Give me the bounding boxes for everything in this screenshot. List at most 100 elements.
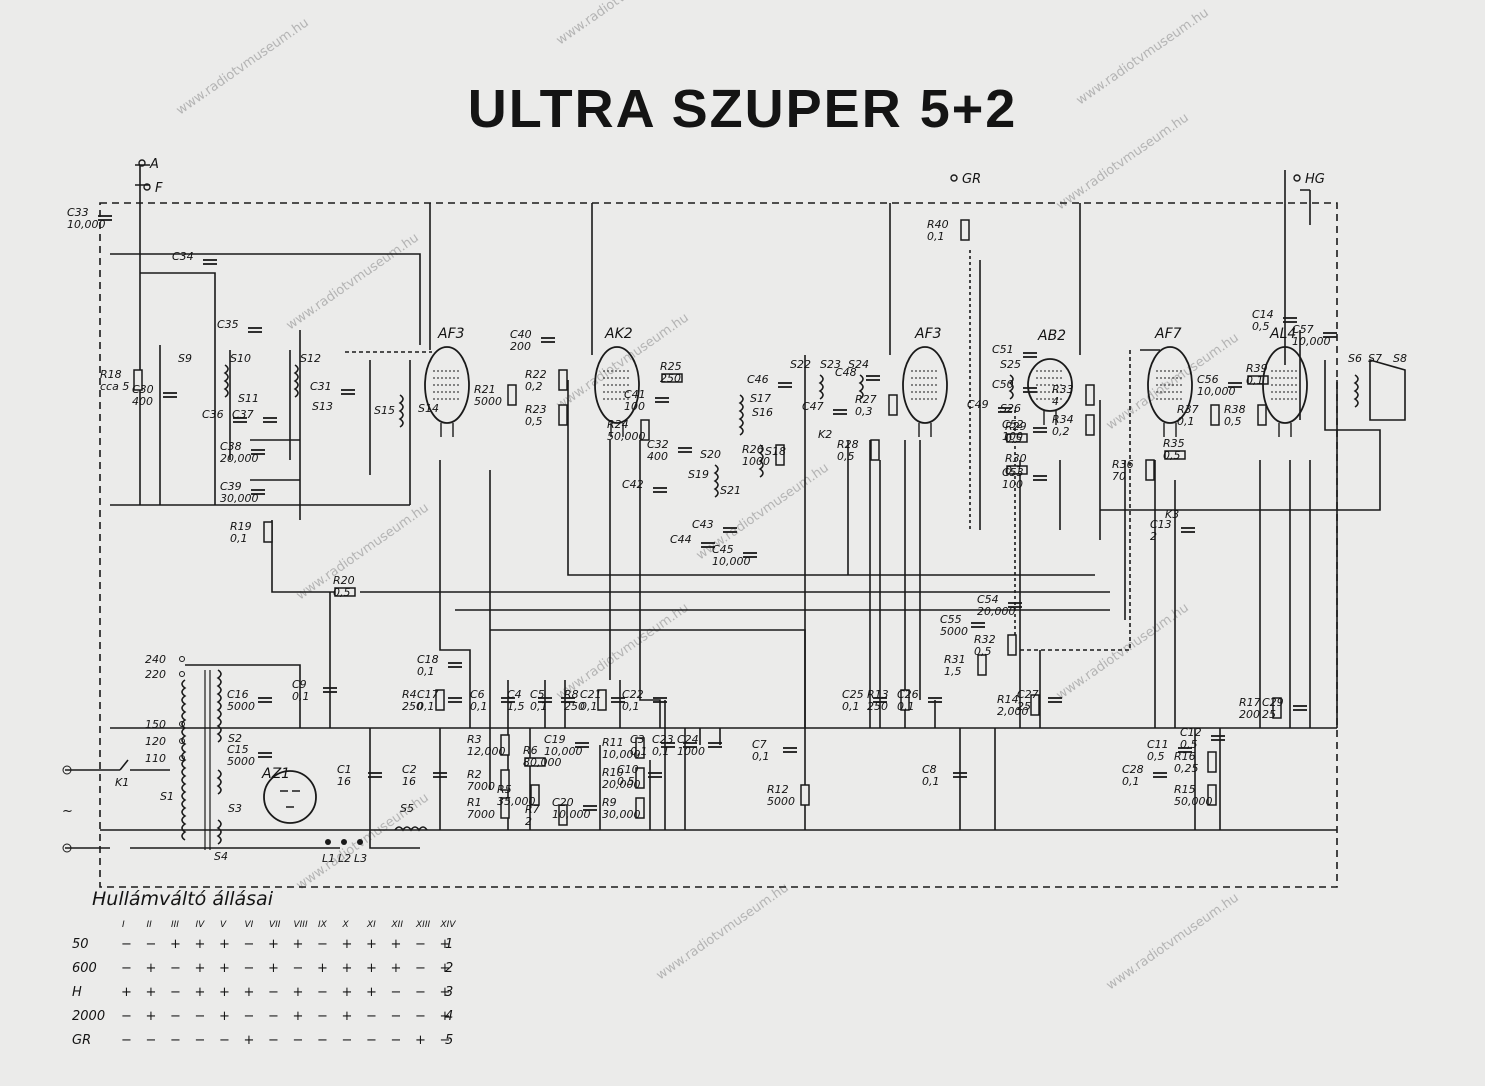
coil-s7: S7: [1368, 352, 1382, 365]
label-c4: C4: [507, 688, 522, 701]
value-c52: 100: [1002, 430, 1023, 443]
label-r26: R26: [742, 443, 764, 456]
value-c38: 20,000: [220, 452, 259, 465]
switch-k1: K1: [115, 776, 129, 789]
label-c12: C12: [1180, 726, 1202, 739]
coil-s9: S9: [178, 352, 192, 365]
table-cell: +: [293, 1009, 304, 1024]
terminal-ground: F: [155, 181, 163, 196]
label-r16: R16: [1174, 750, 1196, 763]
table-cell: +: [391, 961, 402, 976]
label-c20: C20: [552, 796, 574, 809]
terminal-antenna-post: [138, 159, 146, 167]
label-c57: C57: [1292, 323, 1314, 336]
value-c29: 25: [1262, 708, 1276, 721]
value-c7: 0,1: [752, 750, 770, 763]
resistor-r23: [558, 404, 568, 426]
value-r4: 250: [402, 700, 423, 713]
table-row-number: 5: [445, 1033, 453, 1048]
value-c15: 5000: [227, 755, 255, 768]
resistor-r21: [507, 384, 517, 406]
lamp-symbol: [341, 839, 347, 845]
table-cell: +: [415, 1033, 426, 1048]
value-r33: 4: [1052, 395, 1059, 408]
value-c55: 5000: [940, 625, 968, 638]
table-cell: −: [366, 1033, 377, 1048]
table-col-V: V: [220, 920, 227, 930]
tube-envelope: [1147, 346, 1193, 424]
value-r30: 0,1: [1005, 464, 1023, 477]
mains-symbol: ~: [62, 804, 73, 819]
coil-s16: S16: [752, 406, 773, 419]
watermarks: www.radiotvmuseum.hu www.radiotvmuseum.hu…: [174, 0, 1242, 993]
coil-s2: S2: [228, 732, 242, 745]
label-c2: C2: [402, 763, 417, 776]
mains-tap-240: 240: [145, 653, 166, 666]
value-c10: 0,5: [617, 775, 635, 788]
value-r13: 250: [867, 700, 888, 713]
value-r31: 1,5: [944, 665, 962, 678]
rectifier-electrodes: [280, 790, 300, 808]
label-r22: R22: [525, 368, 547, 381]
coil-s10: S10: [230, 352, 251, 365]
value-r40: 0,1: [927, 230, 945, 243]
value-r11: 10,000: [602, 748, 641, 761]
label-c19: C19: [544, 733, 566, 746]
table-col-VIII: VIII: [294, 920, 308, 930]
lamp-symbol: [325, 839, 331, 845]
value-r9: 30,000: [602, 808, 641, 821]
table-col-III: III: [171, 920, 179, 930]
table-cell: +: [440, 985, 451, 1000]
coil-s20: S20: [700, 448, 721, 461]
label-c30: C30: [132, 383, 154, 396]
table-cell: −: [195, 1033, 206, 1048]
value-r3: 12,000: [467, 745, 506, 758]
label-r40: R40: [927, 218, 949, 231]
value-c26: 0,1: [897, 700, 915, 713]
label-c3: C3: [630, 733, 645, 746]
value-c13: 2: [1150, 530, 1157, 543]
label-r28: R28: [837, 438, 859, 451]
watermark-text: www.radiotvmuseum.hu: [1104, 890, 1242, 993]
watermark-text: www.radiotvmuseum.hu: [1074, 5, 1212, 108]
table-cell: −: [342, 1033, 353, 1048]
resistor-r24: [640, 419, 650, 441]
resistor-r27: [888, 394, 898, 416]
table-cell: −: [146, 1033, 157, 1048]
value-c30: 400: [132, 395, 153, 408]
table-col-X: X: [342, 920, 350, 930]
label-r37: R37: [1177, 403, 1199, 416]
label-c7: C7: [752, 738, 767, 751]
resistor-r14: [1030, 694, 1040, 716]
table-cell: −: [146, 937, 157, 952]
table-cell: +: [342, 1009, 353, 1024]
table-cell: −: [268, 985, 279, 1000]
table-col-XIII: XIII: [415, 920, 430, 930]
tube-envelope: [902, 346, 948, 424]
resistor-r37: [1210, 404, 1220, 426]
value-c57: 10,000: [1292, 335, 1331, 348]
table-cell: −: [244, 961, 255, 976]
table-col-VI: VI: [245, 920, 254, 930]
value-r32: 0,5: [974, 645, 992, 658]
label-r30: R30: [1005, 452, 1027, 465]
table-cell: +: [146, 985, 157, 1000]
table-cell: +: [219, 961, 230, 976]
value-c5: 0,1: [530, 700, 548, 713]
resistor-r19: [263, 521, 273, 543]
table-cell: −: [293, 1033, 304, 1048]
label-c54: C54: [977, 593, 999, 606]
value-c18: 0,1: [417, 665, 435, 678]
resistor-r34: [1085, 414, 1095, 436]
label-c24: C24: [677, 733, 699, 746]
table-cell: +: [342, 937, 353, 952]
table-row-number: 1: [445, 937, 453, 952]
coil-s18: S18: [765, 445, 786, 458]
coil-s23: S23: [820, 358, 841, 371]
value-r25: 250: [660, 372, 681, 385]
table-cell: +: [219, 1009, 230, 1024]
terminal-ext_speaker: HG: [1305, 172, 1325, 187]
label-c11: C11: [1147, 738, 1169, 751]
label-c42: C42: [622, 478, 644, 491]
lamp-symbol: [357, 839, 363, 845]
